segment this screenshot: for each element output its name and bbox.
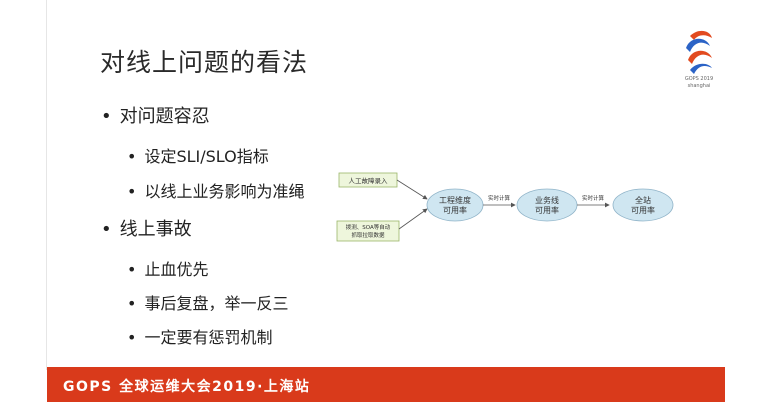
bullet-text: 事后复盘，举一反三 [144, 294, 289, 313]
bullet-level1: • 线上事故 [101, 215, 192, 241]
bullet-text: 设定SLI/SLO指标 [144, 147, 269, 166]
node-label-line2: 可用率 [631, 205, 655, 215]
input-label-line2: 抓取拉取数据 [351, 231, 385, 239]
logo-caption-line2: shanghai [687, 83, 711, 89]
bullet-level2: • 设定SLI/SLO指标 [127, 143, 269, 167]
logo-caption: GOPS 2019 shanghai [672, 76, 726, 90]
bullet-dot: • [127, 182, 137, 201]
flow-arrow [398, 208, 428, 230]
slide-divider [46, 0, 47, 370]
bullet-text: 对问题容忍 [119, 106, 210, 127]
bullet-text: 线上事故 [119, 219, 192, 240]
node-label-line2: 可用率 [443, 205, 467, 215]
flow-arrow [396, 179, 428, 200]
input-box [336, 220, 400, 242]
bullet-text: 以线上业务影响为准绳 [144, 182, 305, 201]
bullet-dot: • [127, 260, 137, 279]
bullet-level2: • 一定要有惩罚机制 [127, 324, 272, 348]
flow-node [426, 188, 484, 222]
flow-node [612, 188, 674, 222]
input-label: 人工故障录入 [349, 176, 389, 185]
bullet-level2: • 以线上业务影响为准绳 [127, 178, 304, 202]
gops-logo-icon [686, 30, 712, 74]
bullet-dot: • [127, 328, 137, 347]
footer-text: GOPS 全球运维大会2019·上海站 [63, 379, 311, 395]
flow-node [516, 188, 578, 222]
node-label-line2: 可用率 [535, 205, 559, 215]
bullet-level1: • 对问题容忍 [101, 102, 210, 128]
bullet-level2: • 止血优先 [127, 256, 208, 280]
node-label-line1: 工程维度 [439, 195, 471, 205]
bullet-text: 止血优先 [144, 260, 209, 279]
footer-bar: GOPS 全球运维大会2019·上海站 [47, 367, 725, 402]
node-label-line1: 全站 [635, 195, 651, 205]
bullet-level2: • 事后复盘，举一反三 [127, 290, 288, 314]
bullet-dot: • [101, 219, 112, 240]
bullet-dot: • [127, 147, 137, 166]
edge-label: 实时计算 [488, 194, 511, 202]
slide-title: 对线上问题的看法 [100, 48, 309, 77]
edge-label: 实时计算 [582, 194, 605, 202]
bullet-text: 一定要有惩罚机制 [144, 328, 273, 347]
bullet-dot: • [127, 294, 137, 313]
bullet-dot: • [101, 106, 112, 127]
logo-caption-line1: GOPS 2019 [684, 76, 714, 82]
node-label-line1: 业务线 [535, 195, 559, 205]
availability-flow-diagram: 人工故障录入 拨测、SOA等自动 抓取拉取数据 工程维度 可用率 实时计算 业务… [336, 172, 674, 242]
input-label-line1: 拨测、SOA等自动 [346, 223, 391, 231]
